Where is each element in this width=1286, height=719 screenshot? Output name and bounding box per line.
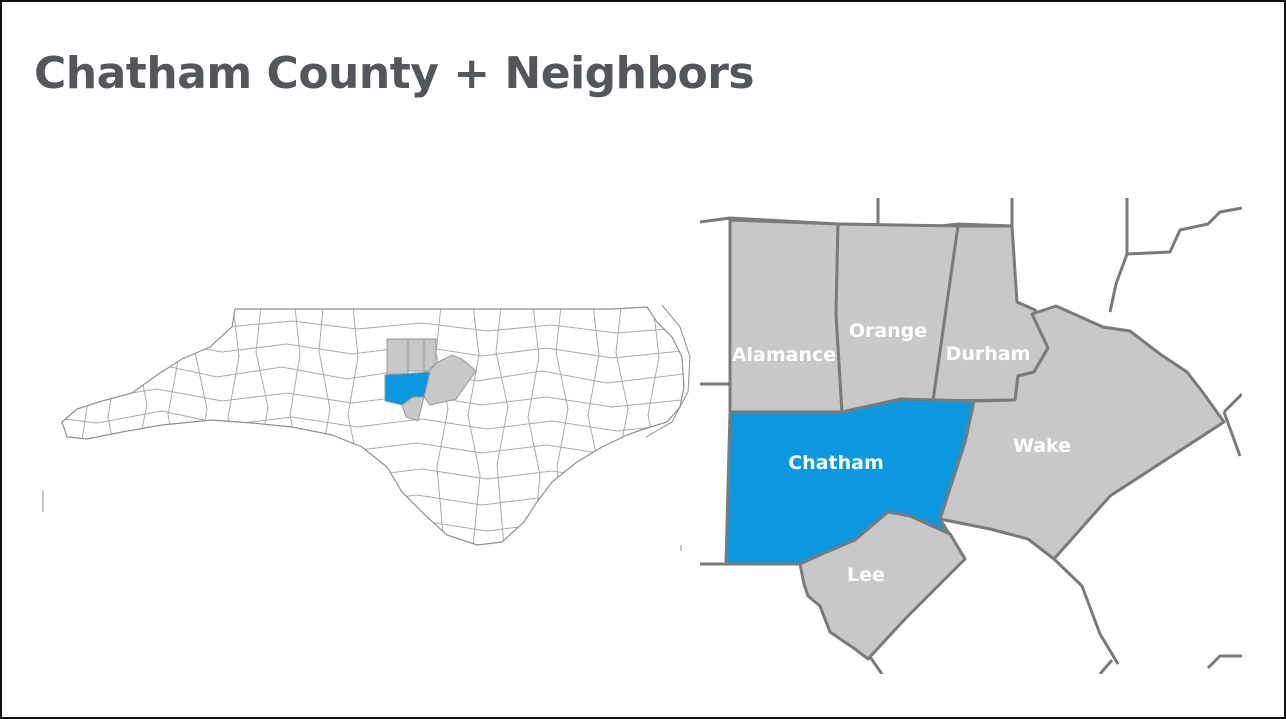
- county-lee: [798, 510, 967, 661]
- county-alamance: [728, 218, 844, 414]
- county-label-lee: Lee: [847, 564, 885, 586]
- county-label-alamance: Alamance: [732, 344, 836, 366]
- county-label-durham: Durham: [946, 343, 1031, 365]
- neighbor-detail-map: Alamance Orange Durham Chatham Wake Lee: [700, 198, 1242, 674]
- state-outline: [61, 306, 685, 546]
- slide-title: Chatham County + Neighbors: [34, 48, 755, 99]
- county-wake: [938, 304, 1226, 561]
- edge-speck: [680, 545, 682, 551]
- chatham-county-small: [384, 371, 431, 406]
- edge-speck: [42, 490, 44, 512]
- north-carolina-map: [61, 304, 691, 546]
- wake-county-small: [423, 354, 477, 406]
- alamance-county-small: [386, 338, 409, 375]
- neighbor-counties-small: [386, 338, 477, 422]
- durham-county-small: [423, 338, 437, 372]
- orange-county-small: [407, 338, 425, 372]
- county-label-chatham: Chatham: [788, 452, 884, 474]
- county-regions: [724, 218, 1226, 661]
- county-label-wake: Wake: [1013, 435, 1071, 457]
- county-grid: [62, 307, 684, 545]
- county-label-orange: Orange: [849, 320, 927, 342]
- outer-banks: [645, 304, 691, 438]
